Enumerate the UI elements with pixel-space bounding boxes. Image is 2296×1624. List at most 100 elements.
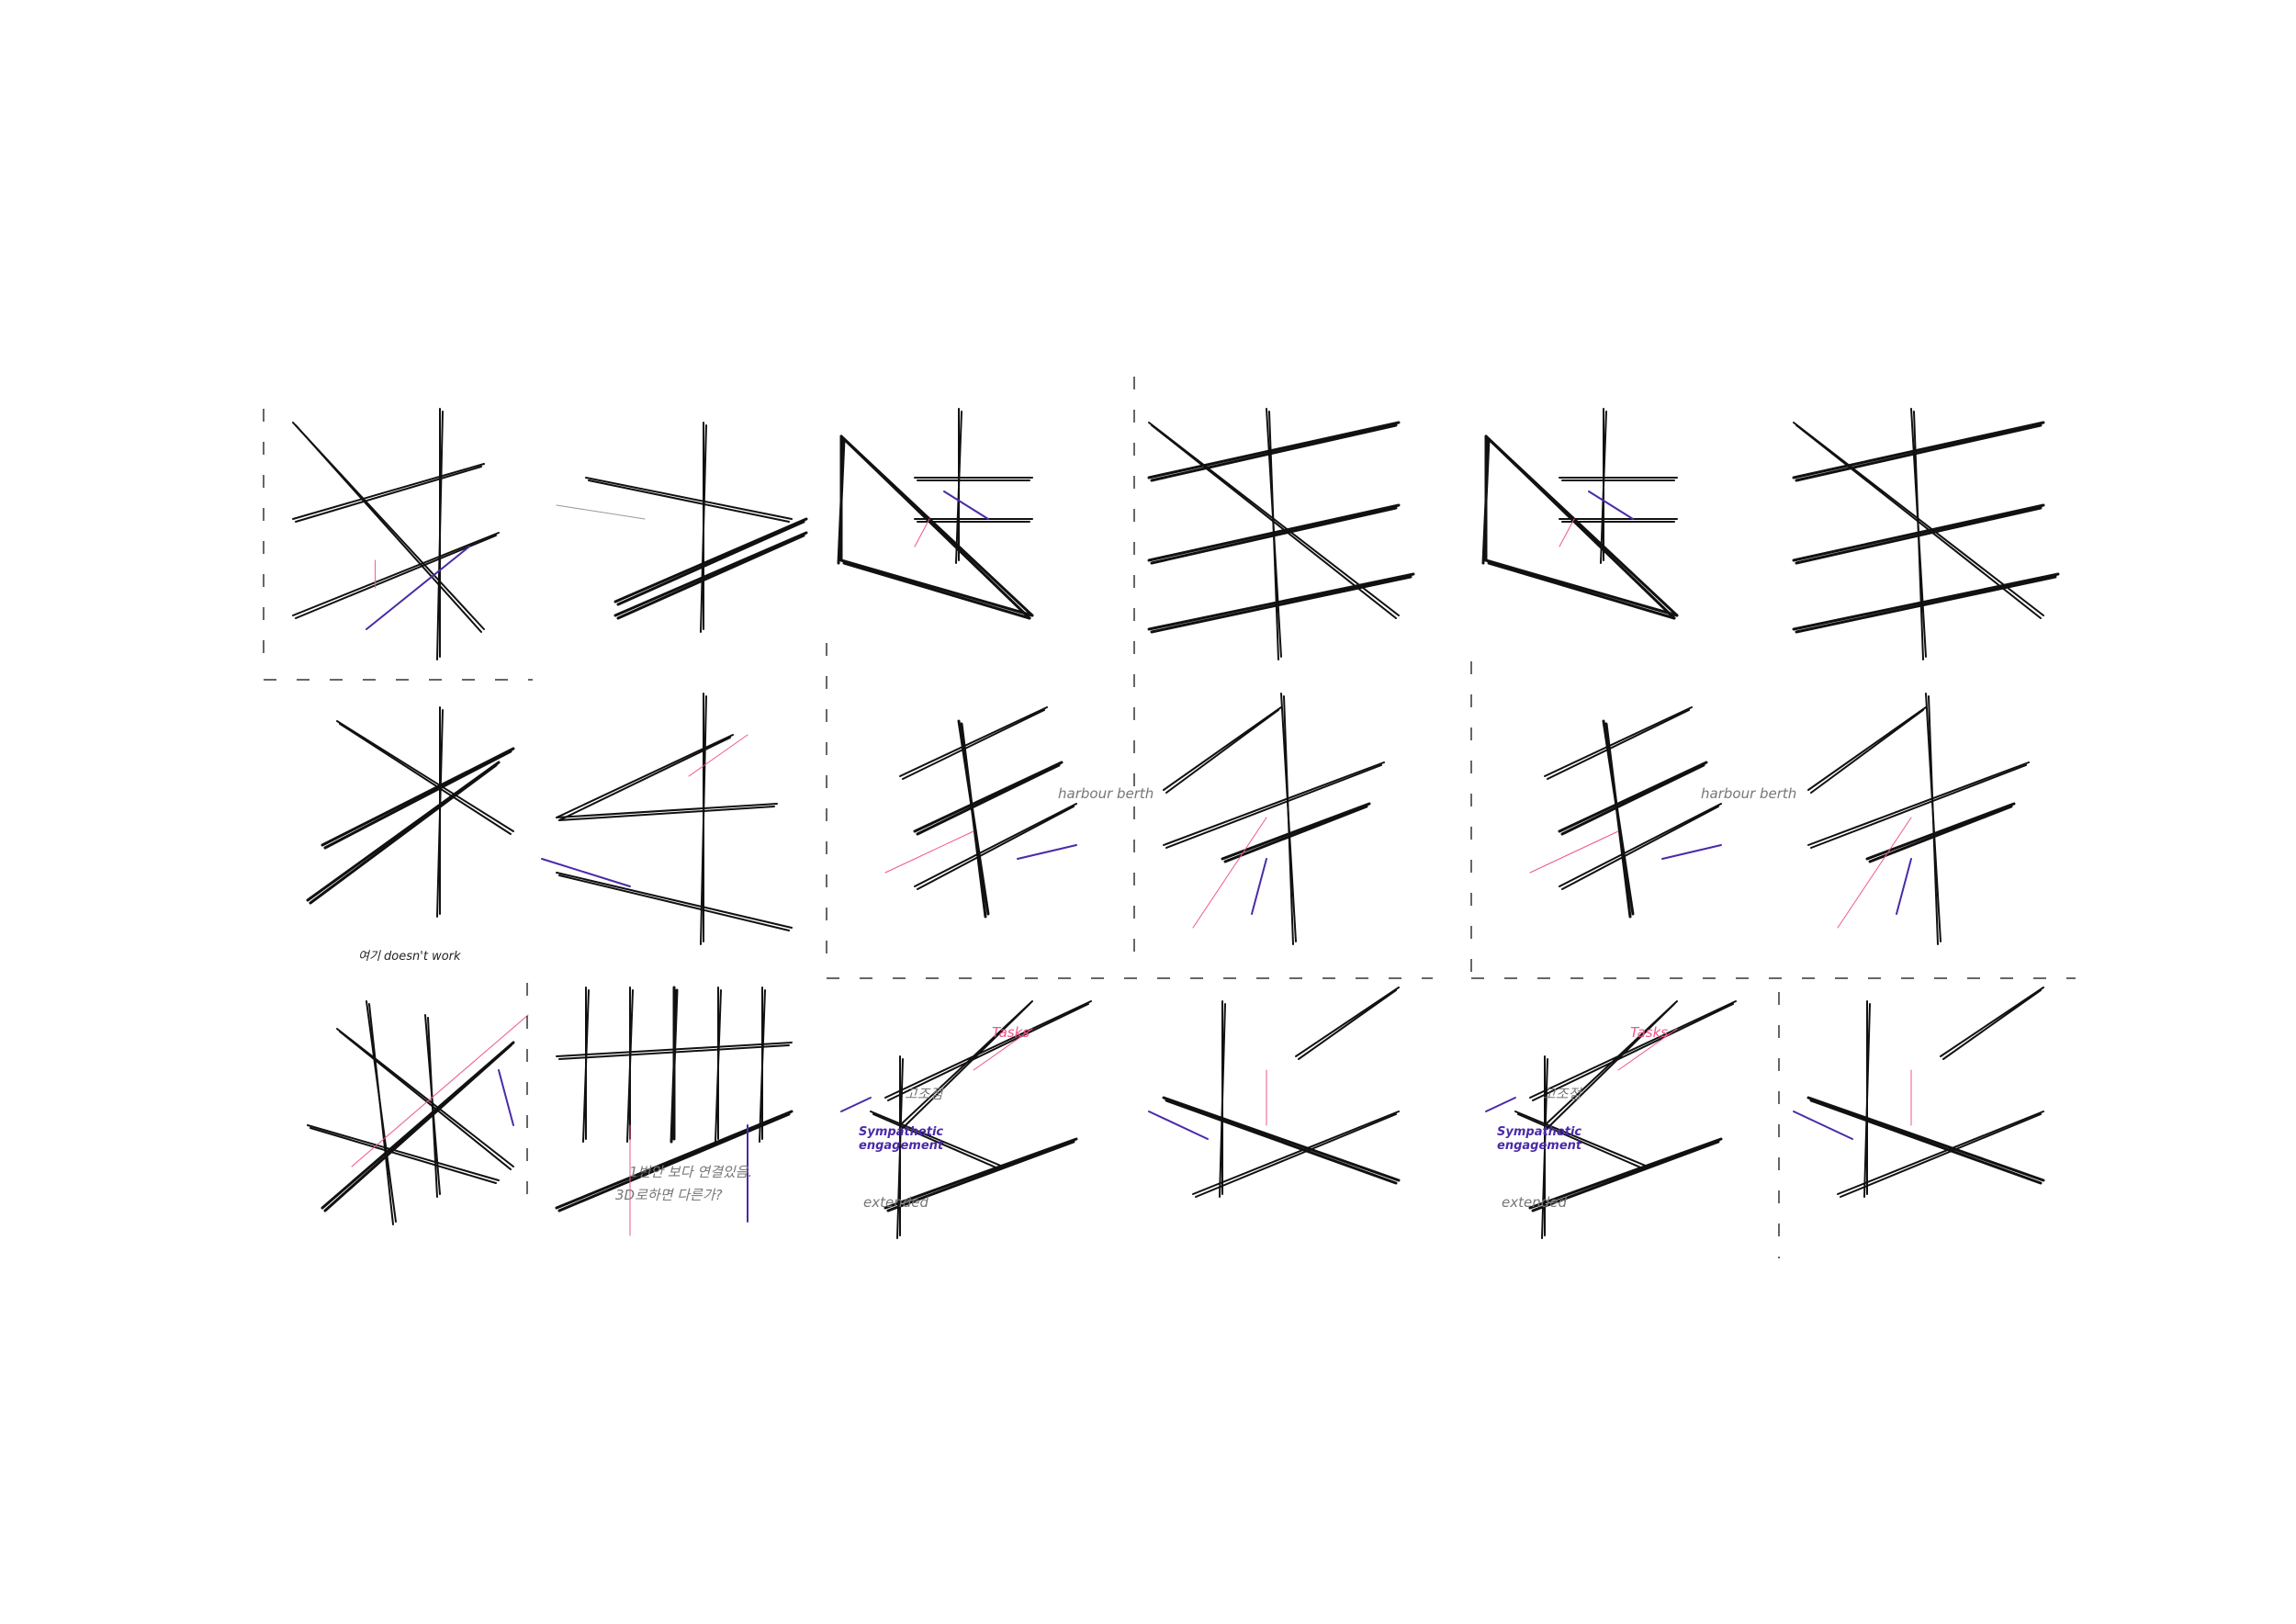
sketch-stroke xyxy=(1810,709,1924,794)
sketch-stroke xyxy=(837,437,846,565)
sketch-stroke xyxy=(613,531,808,617)
sketch-stroke xyxy=(1617,1028,1678,1071)
sketch-stroke xyxy=(1165,709,1279,794)
sketch-stroke xyxy=(556,803,778,818)
sketch-stroke xyxy=(1837,817,1912,929)
sketch-stroke xyxy=(1163,706,1282,791)
sketch-stroke xyxy=(556,734,734,818)
sketch-stroke xyxy=(960,722,987,919)
sketch-stroke xyxy=(1481,437,1491,565)
sketch-stroke xyxy=(1487,437,1676,620)
sketch-stroke xyxy=(616,534,805,620)
sketch-stroke xyxy=(1809,1099,2043,1185)
sketch-stroke xyxy=(1150,575,1412,634)
sketch-stroke xyxy=(588,479,790,523)
sketch-panel xyxy=(1529,706,1722,919)
sketch-panel xyxy=(840,1000,1092,1239)
sketch-stroke xyxy=(1147,421,1401,479)
sketch-panel xyxy=(837,408,1034,620)
sketch-stroke xyxy=(955,411,962,564)
sketch-stroke xyxy=(1529,830,1619,874)
sketch-stroke xyxy=(1868,805,2013,863)
sketch-stroke xyxy=(1661,844,1722,860)
note-sympathetic-2: Sympathetic engagement xyxy=(1497,1125,1582,1153)
sketch-stroke xyxy=(1896,858,1912,915)
sketch-stroke xyxy=(1165,764,1382,849)
sketch-panel xyxy=(556,422,808,633)
sketch-stroke xyxy=(943,491,989,520)
sketch-stroke xyxy=(616,520,805,606)
sketch-stroke xyxy=(321,747,515,847)
sketch-stroke xyxy=(839,558,1034,617)
sketch-stroke xyxy=(558,874,790,931)
sketch-stroke xyxy=(1792,572,2060,631)
sketch-panel xyxy=(884,706,1077,919)
sketch-stroke xyxy=(842,437,1031,620)
sketch-stroke xyxy=(902,1003,1030,1129)
sketch-stroke xyxy=(842,561,1031,620)
sketch-stroke xyxy=(1195,1113,1397,1198)
sketch-stroke xyxy=(339,1031,512,1170)
sketch-stroke xyxy=(670,988,679,1144)
sketch-stroke xyxy=(1547,709,1690,780)
sketch-stroke xyxy=(914,518,930,547)
sketch-stroke xyxy=(884,1000,1092,1099)
note-circle-korean: 고조점 xyxy=(905,1086,943,1102)
sketch-stroke xyxy=(899,706,1048,777)
sketch-stroke xyxy=(1544,706,1693,777)
sketch-stroke xyxy=(292,463,485,520)
sketch-stroke xyxy=(1793,1111,1853,1140)
sketch-stroke xyxy=(582,989,590,1143)
sketch-stroke xyxy=(1865,802,2016,861)
sketch-stroke xyxy=(498,1069,514,1126)
sketch-stroke xyxy=(1528,1137,1723,1210)
sketch-stroke xyxy=(884,1137,1078,1210)
sketch-stroke xyxy=(557,1112,791,1212)
sketch-stroke xyxy=(1165,1099,1398,1185)
sketch-stroke xyxy=(351,1014,529,1167)
sketch-stroke xyxy=(870,1111,1004,1167)
sketch-stroke xyxy=(336,720,514,832)
sketch-stroke xyxy=(339,723,512,835)
sketch-stroke xyxy=(1559,518,1575,547)
sketch-stroke xyxy=(700,695,707,945)
sketch-stroke xyxy=(1251,858,1267,915)
sketch-stroke xyxy=(368,1003,394,1225)
sketch-stroke xyxy=(1795,575,2057,634)
sketch-stroke xyxy=(1604,722,1632,919)
sketch-stroke xyxy=(913,761,1064,833)
note-sympathetic: Sympathetic engagement xyxy=(859,1125,944,1153)
sketch-stroke xyxy=(1529,1000,1737,1099)
sketch-stroke xyxy=(323,1043,512,1212)
note-extended-2: extended xyxy=(1502,1194,1567,1211)
sketch-stroke xyxy=(436,411,444,660)
sketch-stroke xyxy=(292,532,500,616)
sketch-stroke xyxy=(884,830,974,874)
sketch-stroke xyxy=(366,546,470,630)
sketch-stroke xyxy=(1295,987,1400,1057)
sketch-panel xyxy=(1148,987,1401,1198)
sketch-stroke xyxy=(626,989,634,1143)
sketch-stroke xyxy=(1806,1096,2045,1182)
sketch-stroke xyxy=(1223,805,1368,863)
sketch-stroke xyxy=(1560,763,1705,836)
sketch-stroke xyxy=(310,1127,497,1184)
sketch-stroke xyxy=(872,1113,1001,1170)
sketch-stroke xyxy=(916,763,1061,836)
sketch-stroke xyxy=(307,1124,500,1181)
sketch-panel xyxy=(1147,408,1415,660)
note-korean-1: 1번안 보다 연결있음. xyxy=(629,1164,753,1180)
sketch-stroke xyxy=(1150,423,1398,482)
sketch-stroke xyxy=(1283,695,1294,945)
sketch-stroke xyxy=(1942,989,2042,1060)
sketch-stroke xyxy=(1559,803,1722,887)
sketch-stroke xyxy=(1162,1096,1401,1182)
sketch-stroke xyxy=(613,517,808,603)
sketch-panel xyxy=(306,706,515,918)
sketch-stroke xyxy=(1940,987,2044,1057)
sketch-stroke xyxy=(1148,1111,1209,1140)
sketch-stroke xyxy=(1163,761,1385,846)
sketch-stroke xyxy=(1863,1003,1871,1198)
sketch-panel xyxy=(555,986,793,1236)
